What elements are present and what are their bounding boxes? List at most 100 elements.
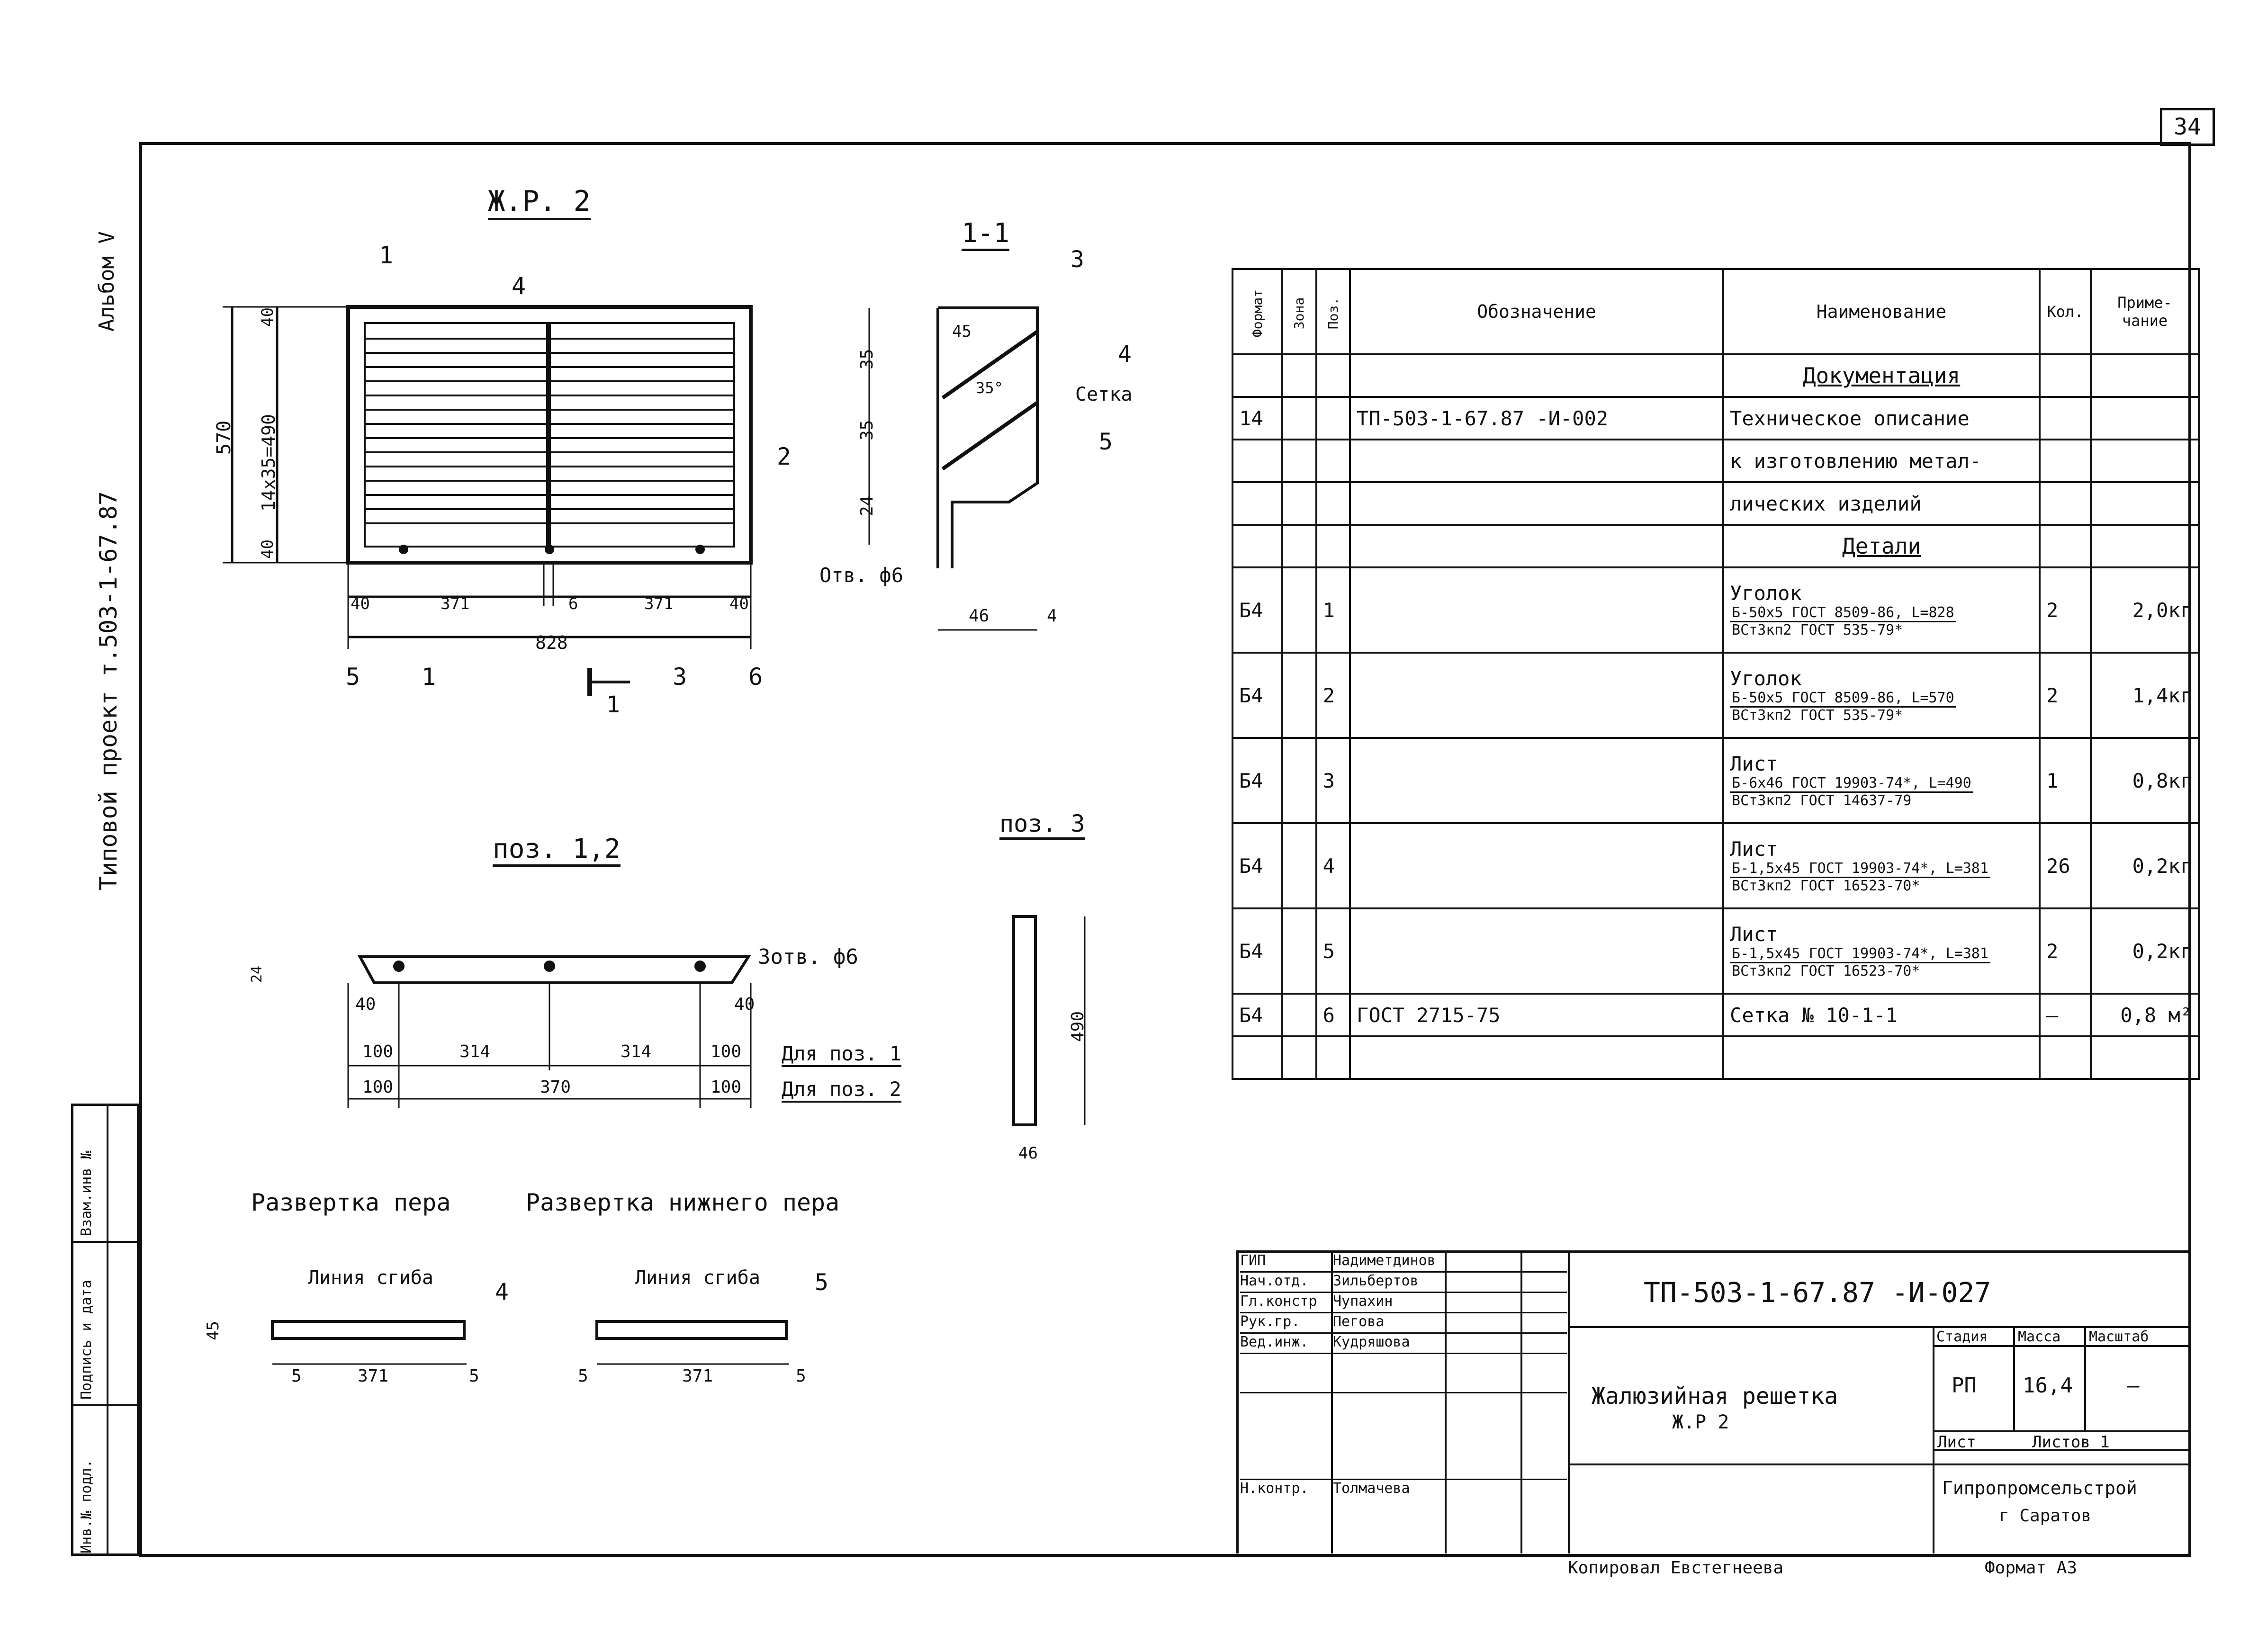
table-row: лических изделий	[1231, 481, 2200, 526]
stage-label: Стадия	[1936, 1329, 1988, 1345]
bend-line-label-1: Линия сгиба	[308, 1267, 433, 1289]
dim-371-left: 371	[441, 594, 470, 613]
mass-label: Масса	[2018, 1329, 2061, 1345]
dim-35-b: 35	[857, 420, 877, 440]
dim-570: 570	[213, 420, 235, 455]
for-pos2-label: Для поз. 2	[782, 1077, 901, 1103]
three-holes-label: 3отв. ф6	[758, 945, 858, 969]
col-name: Наименование	[1722, 268, 2041, 355]
section-callout-5: 5	[1099, 429, 1113, 455]
mass-value: 16,4	[2023, 1374, 2073, 1398]
col-designation: Обозначение	[1349, 268, 1725, 355]
sheet-label: Лист	[1937, 1433, 1976, 1452]
dim-14x35: 14x35=490	[258, 414, 279, 512]
callout-2: 2	[777, 443, 792, 470]
pos12-title: поз. 1,2	[493, 834, 621, 867]
cell-name: к изготовлению метал-	[1722, 439, 2041, 483]
table-row: Детали	[1231, 524, 2200, 568]
cell-name: Сетка № 10-1-1	[1722, 993, 2041, 1037]
callout-1b: 1	[422, 663, 436, 691]
scale-value: —	[2127, 1374, 2140, 1398]
bend-line-label-2: Линия сгиба	[635, 1267, 760, 1289]
col-qty: Кол.	[2039, 268, 2092, 355]
dim-371-unf-a: 371	[358, 1366, 389, 1386]
col-pos: Поз.	[1315, 268, 1351, 355]
hole-label: Отв. ф6	[819, 564, 904, 587]
main-view-title: Ж.Р. 2	[488, 185, 591, 220]
stage-value: РП	[1952, 1374, 1977, 1398]
unfold-callout-4: 4	[495, 1279, 509, 1305]
cell-designation: ГОСТ 2715-75	[1349, 993, 1725, 1037]
dim-314-b: 314	[621, 1042, 652, 1061]
col-zone: Зона	[1281, 268, 1317, 355]
section-mark-1: 1	[606, 691, 620, 718]
scale-label: Масштаб	[2089, 1329, 2149, 1345]
unfold-lower-title: Развертка нижнего пера	[526, 1189, 840, 1216]
table-row: 14 ТП-503-1-67.87 -И-002 Техническое опи…	[1231, 396, 2200, 440]
unfold-blade-title: Развертка пера	[251, 1189, 451, 1216]
callout-5: 5	[346, 663, 360, 691]
dim-24: 24	[857, 495, 877, 516]
dim-5-unf-c: 5	[578, 1366, 588, 1386]
cell-name: Техническое описание	[1722, 396, 2041, 440]
paper-format: Формат А3	[1985, 1558, 2078, 1578]
dim-24-pos: 24	[249, 965, 265, 983]
col-note: Приме-чание	[2090, 268, 2200, 355]
table-row: к изготовлению метал-	[1231, 439, 2200, 483]
dim-100-b: 100	[711, 1042, 742, 1061]
cell-name: лических изделий	[1722, 481, 2041, 526]
dim-490: 490	[1068, 1011, 1088, 1042]
dim-5-unf-d: 5	[796, 1366, 806, 1386]
unfold-callout-5: 5	[815, 1269, 828, 1296]
dim-40-right: 40	[729, 594, 749, 613]
dim-4-sec: 4	[1047, 606, 1057, 626]
callout-3: 3	[673, 663, 687, 691]
section-callout-4: 4	[1118, 341, 1132, 368]
dim-100-a: 100	[362, 1042, 394, 1061]
for-pos1-label: Для поз. 1	[782, 1042, 901, 1067]
spec-header-row: Формат Зона Поз. Обозначение Наименовани…	[1231, 268, 2200, 355]
col-format: Формат	[1231, 268, 1284, 355]
specification-table: Формат Зона Поз. Обозначение Наименовани…	[1231, 268, 2200, 1080]
drawing-sub: Ж.Р 2	[1672, 1411, 1729, 1433]
table-row	[1231, 1035, 2200, 1080]
dim-40-top: 40	[258, 307, 277, 327]
dim-40-pos-l: 40	[355, 995, 376, 1014]
section-doc: Документация	[1722, 353, 2041, 398]
callout-1: 1	[379, 242, 394, 269]
dim-371-right: 371	[644, 594, 674, 613]
dim-314-a: 314	[459, 1042, 491, 1061]
section-details: Детали	[1722, 524, 2041, 568]
callout-6: 6	[748, 663, 763, 691]
dim-100-c: 100	[362, 1077, 394, 1097]
sheets-label: Листов 1	[2032, 1433, 2110, 1452]
dim-5-unf-a: 5	[291, 1366, 302, 1386]
dim-828: 828	[535, 632, 568, 653]
dim-371-unf-b: 371	[682, 1366, 713, 1386]
copied-by: Копировал Евстегнеева	[1568, 1558, 1784, 1578]
section-title: 1-1	[962, 218, 1010, 251]
dim-45-sec: 45	[952, 322, 972, 341]
cell-format: 14	[1231, 396, 1284, 440]
drawing-name: Жалюзийная решетка	[1592, 1383, 1838, 1410]
dim-46-sec: 46	[969, 606, 990, 626]
dim-35-a: 35	[857, 349, 877, 369]
dim-45-unf: 45	[204, 1321, 223, 1340]
angle-label: 35°	[976, 379, 1003, 397]
dim-6: 6	[568, 594, 578, 613]
city: г Саратов	[1999, 1506, 2092, 1526]
dim-100-d: 100	[711, 1077, 742, 1097]
